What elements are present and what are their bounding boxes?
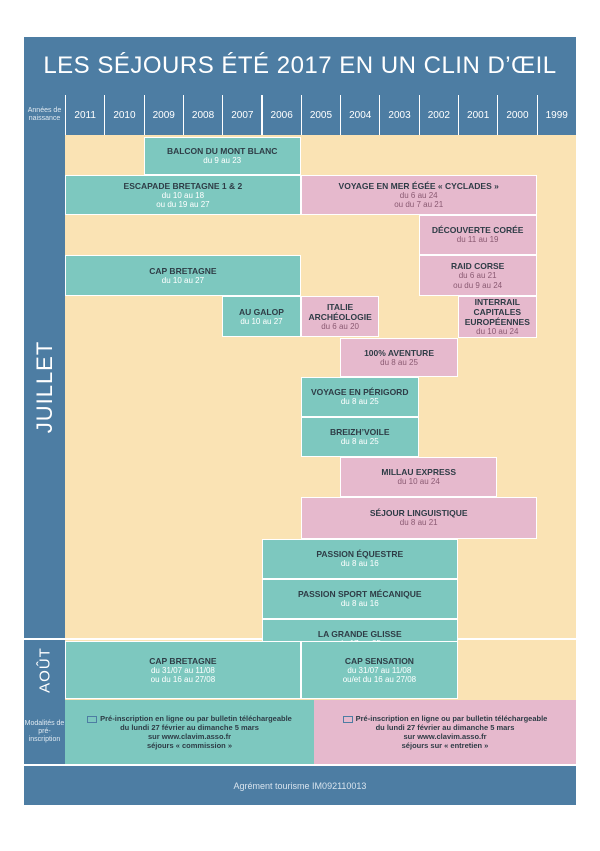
sejour-dates: du 8 au 16 bbox=[340, 599, 379, 609]
sejour-name: PASSION ÉQUESTRE bbox=[316, 549, 404, 560]
sejour-name: VOYAGE EN MER ÉGÉE « CYCLADES » bbox=[338, 180, 499, 191]
year-2002: 2002 bbox=[418, 95, 458, 135]
sejour-name: SÉJOUR LINGUISTIQUE bbox=[369, 508, 468, 519]
sejour-dates: du 10 au 18 ou du 19 au 27 bbox=[156, 190, 210, 210]
laptop-icon bbox=[342, 715, 353, 723]
sejour-name: AU GALOP bbox=[239, 306, 284, 317]
page-title: LES SÉJOURS ÉTÉ 2017 EN UN CLIN D’ŒIL bbox=[24, 37, 576, 95]
year-2004: 2004 bbox=[340, 95, 380, 135]
sejour-dates: du 8 au 16 bbox=[340, 559, 379, 569]
years-label: Années de naissance bbox=[24, 95, 65, 135]
poster: LES SÉJOURS ÉTÉ 2017 EN UN CLIN D’ŒIL An… bbox=[24, 37, 576, 805]
sejour-dates: du 6 au 20 bbox=[321, 321, 359, 331]
modalites-entretien-text: Pré-inscription en ligne ou par bulletin… bbox=[355, 714, 548, 750]
sejour-dates: du 31/07 au 11/08 ou/et du 16 au 27/08 bbox=[342, 665, 417, 685]
modalites-commission: Pré-inscription en ligne ou par bulletin… bbox=[65, 700, 314, 764]
modalites-entretien: Pré-inscription en ligne ou par bulletin… bbox=[314, 700, 576, 764]
sejour-name: 100% AVENTURE bbox=[364, 347, 434, 358]
aout-text: AOÛT bbox=[36, 647, 53, 693]
year-2000: 2000 bbox=[497, 95, 537, 135]
sejour-name: ITALIE ARCHÉOLOGIE bbox=[308, 301, 372, 322]
sejour-dates: du 6 au 21 ou du 9 au 24 bbox=[453, 271, 503, 290]
sejour-name: PASSION SPORT MÉCANIQUE bbox=[297, 589, 422, 600]
year-1999: 1999 bbox=[536, 95, 576, 135]
year-2011: 2011 bbox=[65, 95, 105, 135]
sejour-name: ESCAPADE BRETAGNE 1 & 2 bbox=[123, 180, 243, 191]
year-2006: 2006 bbox=[261, 95, 301, 135]
sejour-name: MILLAU EXPRESS bbox=[381, 467, 456, 478]
sejour-dates: du 8 au 25 bbox=[380, 357, 418, 367]
footer: Agrément tourisme IM092110013 bbox=[24, 766, 576, 805]
year-2008: 2008 bbox=[182, 95, 223, 135]
sejour-name: CAP BRETAGNE bbox=[149, 265, 217, 276]
sejour-name: INTERRAIL CAPITALES EUROPÉENNES bbox=[464, 297, 530, 328]
sejour-name: BALCON DU MONT BLANC bbox=[166, 146, 278, 157]
sejour-dates: du 10 au 27 bbox=[240, 316, 283, 326]
year-2005: 2005 bbox=[300, 95, 341, 135]
sejour-name: DÉCOUVERTE CORÉE bbox=[431, 225, 524, 236]
sejour-dates: du 8 au 25 bbox=[340, 437, 379, 447]
month-label-aout: AOÛT bbox=[24, 640, 65, 700]
juillet-text: JUILLET bbox=[31, 340, 57, 433]
year-2007: 2007 bbox=[222, 95, 262, 135]
sejour-dates: du 31/07 au 11/08 ou du 16 au 27/08 bbox=[150, 665, 216, 685]
sejour-juillet-1: VOYAGE EN MER ÉGÉE « CYCLADES »du 6 au 2… bbox=[300, 175, 537, 215]
sejour-dates: du 8 au 21 bbox=[399, 518, 438, 528]
sejour-dates: du 10 au 27 bbox=[161, 275, 205, 285]
sejour-dates: du 10 au 24 bbox=[476, 327, 519, 337]
sejour-dates: du 11 au 19 bbox=[456, 235, 499, 245]
modalites-label: Modalités de pré-inscription bbox=[24, 700, 65, 764]
sejour-dates: du 8 au 25 bbox=[340, 397, 379, 407]
sejour-dates: du 10 au 24 bbox=[397, 477, 440, 487]
sejour-name: RAID CORSE bbox=[450, 261, 505, 271]
sejour-dates: du 9 au 23 bbox=[203, 156, 242, 166]
sejour-name: CAP BRETAGNE bbox=[149, 655, 217, 666]
month-label-juillet: JUILLET bbox=[24, 135, 65, 638]
sejour-name: VOYAGE EN PÉRIGORD bbox=[311, 387, 409, 398]
sejour-name: LA GRANDE GLISSE bbox=[317, 629, 402, 640]
modalites-commission-text: Pré-inscription en ligne ou par bulletin… bbox=[100, 714, 292, 750]
year-2009: 2009 bbox=[143, 95, 183, 135]
year-2001: 2001 bbox=[458, 95, 498, 135]
sejour-name: BREIZH’VOILE bbox=[329, 427, 390, 438]
year-2003: 2003 bbox=[379, 95, 419, 135]
sejour-name: CAP SENSATION bbox=[344, 655, 414, 666]
sejour-dates: du 6 au 24 ou du 7 au 21 bbox=[394, 190, 444, 210]
laptop-icon bbox=[87, 715, 98, 723]
year-2010: 2010 bbox=[104, 95, 144, 135]
